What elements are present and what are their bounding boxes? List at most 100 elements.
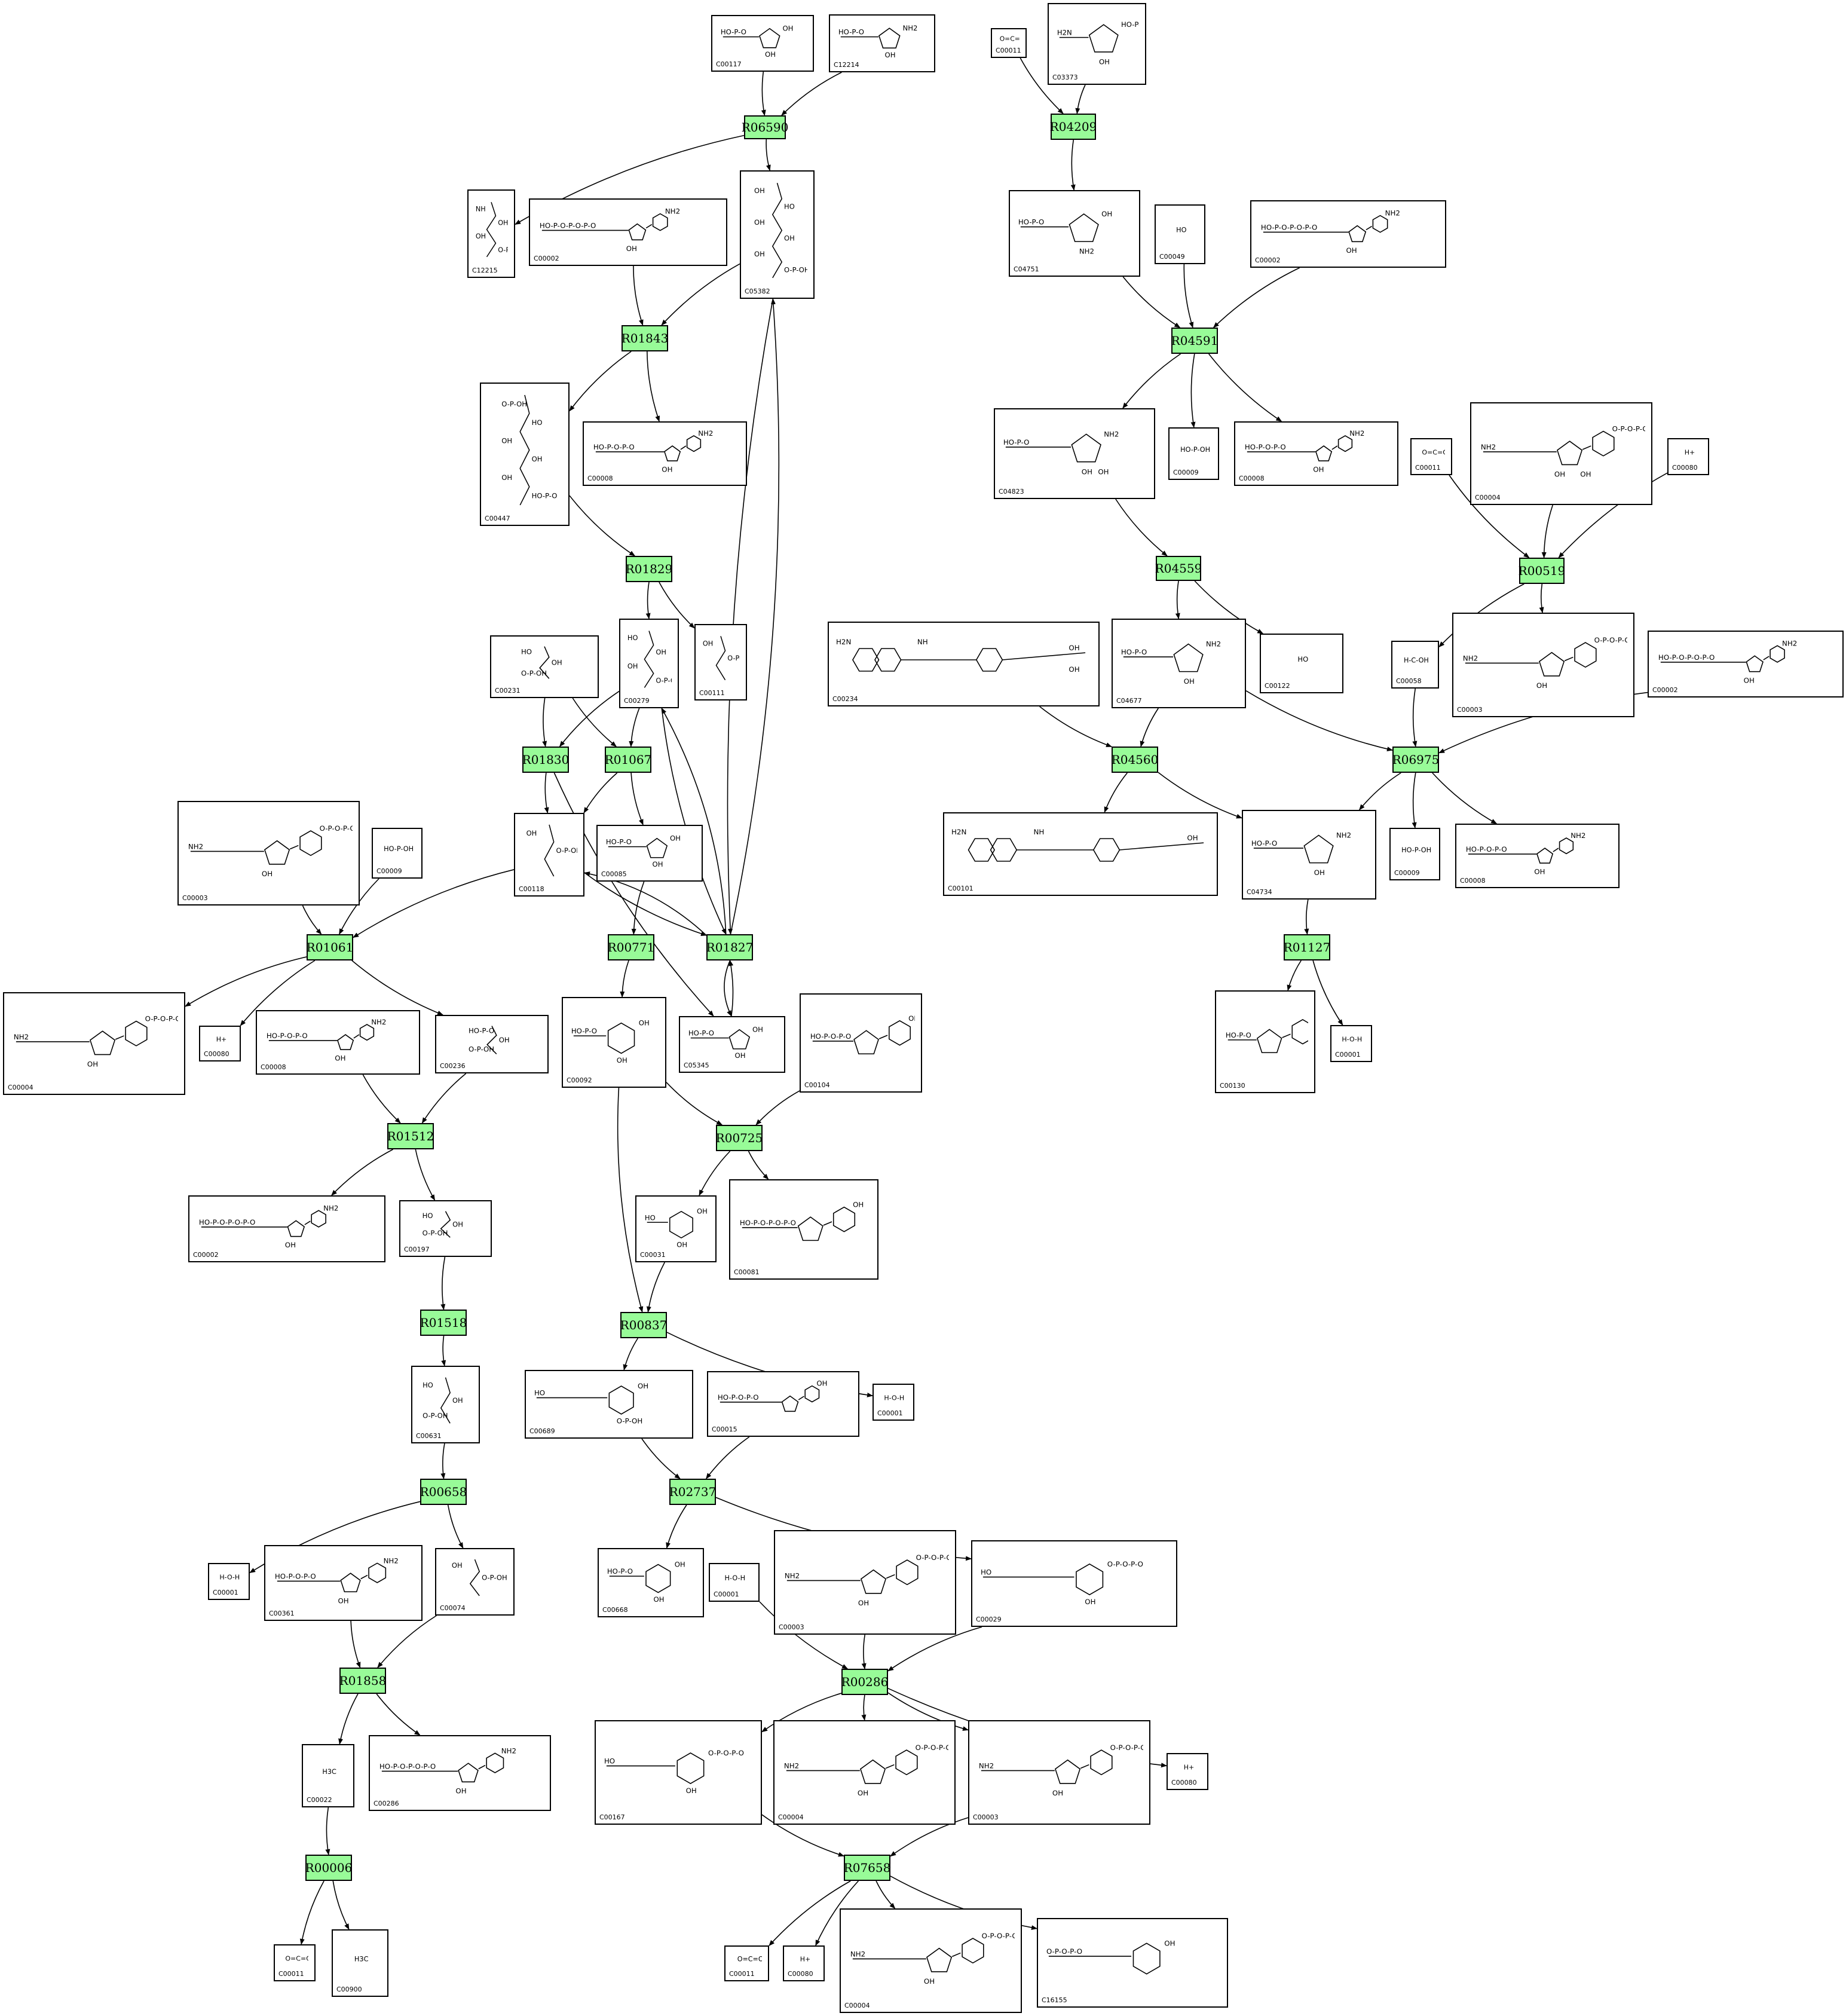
reaction-r00837[interactable]: R00837 [620, 1312, 667, 1338]
reaction-r07658[interactable]: R07658 [844, 1855, 890, 1881]
compound-c00080[interactable]: H+C00080 [1667, 438, 1709, 475]
reaction-r01843[interactable]: R01843 [622, 325, 668, 351]
reaction-r00286[interactable]: R00286 [841, 1669, 888, 1695]
reaction-r01061[interactable]: R01061 [307, 934, 353, 960]
reaction-r01858[interactable]: R01858 [339, 1668, 386, 1694]
reaction-r01127[interactable]: R01127 [1284, 934, 1330, 960]
compound-c00080[interactable]: H+C00080 [1167, 1753, 1208, 1790]
compound-c00080[interactable]: H+C00080 [783, 1945, 825, 1981]
reaction-r04559[interactable]: R04559 [1155, 556, 1202, 581]
reaction-r00725[interactable]: R00725 [716, 1125, 763, 1151]
reaction-r00006[interactable]: R00006 [305, 1855, 352, 1881]
reaction-r02737[interactable]: R02737 [669, 1479, 716, 1505]
reaction-r01829[interactable]: R01829 [626, 556, 672, 582]
compound-id-label: C04677 [1116, 697, 1142, 705]
reaction-r01830[interactable]: R01830 [522, 747, 569, 773]
reaction-r01827[interactable]: R01827 [706, 934, 753, 960]
compound-c00118[interactable]: OHO-P-OHC00118 [514, 813, 584, 897]
compound-c00104[interactable]: HO-P-O-P-OOHC00104 [800, 993, 922, 1093]
reaction-r06590[interactable]: R06590 [742, 115, 788, 139]
reaction-r00519[interactable]: R00519 [1519, 558, 1565, 584]
svg-text:NH2: NH2 [785, 1572, 800, 1580]
compound-c00080[interactable]: H+C00080 [199, 1026, 241, 1061]
reaction-r06975[interactable]: R06975 [1392, 747, 1439, 773]
reaction-r00771[interactable]: R00771 [608, 934, 654, 960]
reaction-r04560[interactable]: R04560 [1112, 747, 1158, 773]
reaction-r04591[interactable]: R04591 [1171, 328, 1218, 354]
reaction-r01512[interactable]: R01512 [387, 1123, 434, 1149]
edge-r04559-to-c04677 [1175, 580, 1180, 619]
compound-c00130[interactable]: HO-P-OOHC00130 [1215, 990, 1315, 1093]
edge-c00003_2-to-r01061 [302, 905, 322, 935]
compound-c00111[interactable]: OHO-P-OHC00111 [694, 624, 747, 700]
reaction-r00658[interactable]: R00658 [420, 1479, 467, 1505]
reaction-r04209[interactable]: R04209 [1050, 114, 1097, 140]
reaction-r01067[interactable]: R01067 [605, 747, 651, 773]
reaction-r01518[interactable]: R01518 [420, 1310, 467, 1336]
